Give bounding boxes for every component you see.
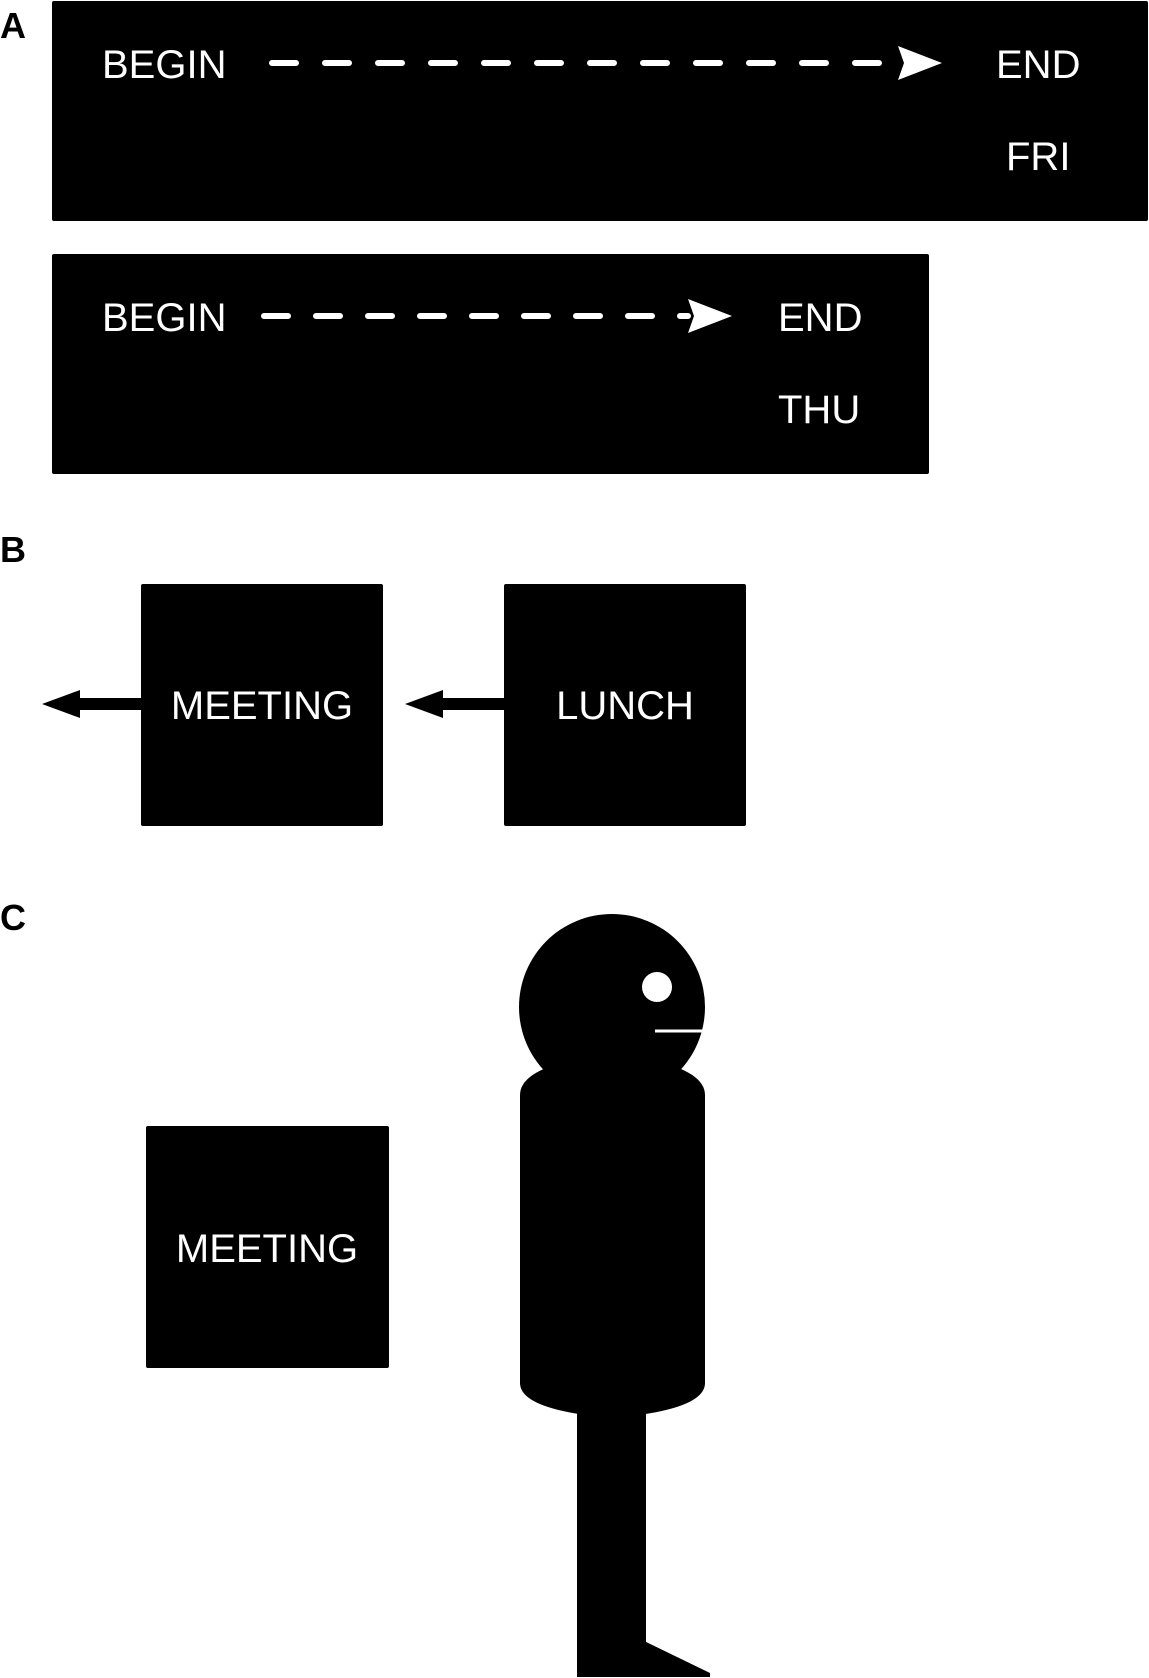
lunch-box: LUNCH [504,584,746,826]
person-head [519,914,705,1100]
meeting-box-c: MEETING [146,1126,389,1368]
lunch-box-label: LUNCH [556,684,694,728]
meeting-box: MEETING [141,584,383,826]
person-eye [642,972,672,1002]
person-torso [520,1060,705,1418]
person-silhouette-icon [519,914,710,1677]
timeline-long-start-label: BEGIN [102,43,226,87]
timeline-short: BEGIN END THU [52,254,929,474]
timeline-short-background [52,254,929,474]
panel-b: MEETING LUNCH [42,584,746,826]
timeline-short-end-label: END [778,296,862,340]
timeline-long-background [52,1,1148,221]
meeting-box-label: MEETING [171,684,353,728]
panel-c: MEETING [146,914,710,1677]
meeting-box-c-label: MEETING [176,1227,358,1271]
timeline-short-day-label: THU [778,388,860,432]
lunch-box-background [504,584,746,826]
panel-a: BEGIN END FRI BEGIN END THU [52,1,1148,474]
meeting-box-background [141,584,383,826]
arrow-left-icon [405,690,506,718]
timeline-long: BEGIN END FRI [52,1,1148,221]
meeting-box-c-background [146,1126,389,1368]
arrow-left-icon [42,690,144,718]
person-leg [577,1400,646,1676]
dashed-arrow-right-icon [261,299,732,333]
panel-label-a: A [0,5,26,46]
timeline-short-start-label: BEGIN [102,296,226,340]
person-foot [577,1640,710,1677]
panel-label-c: C [0,897,26,938]
timeline-long-end-label: END [996,43,1080,87]
timeline-long-day-label: FRI [1006,135,1070,179]
panel-label-b: B [0,529,26,570]
dashed-arrow-right-icon [269,46,942,80]
